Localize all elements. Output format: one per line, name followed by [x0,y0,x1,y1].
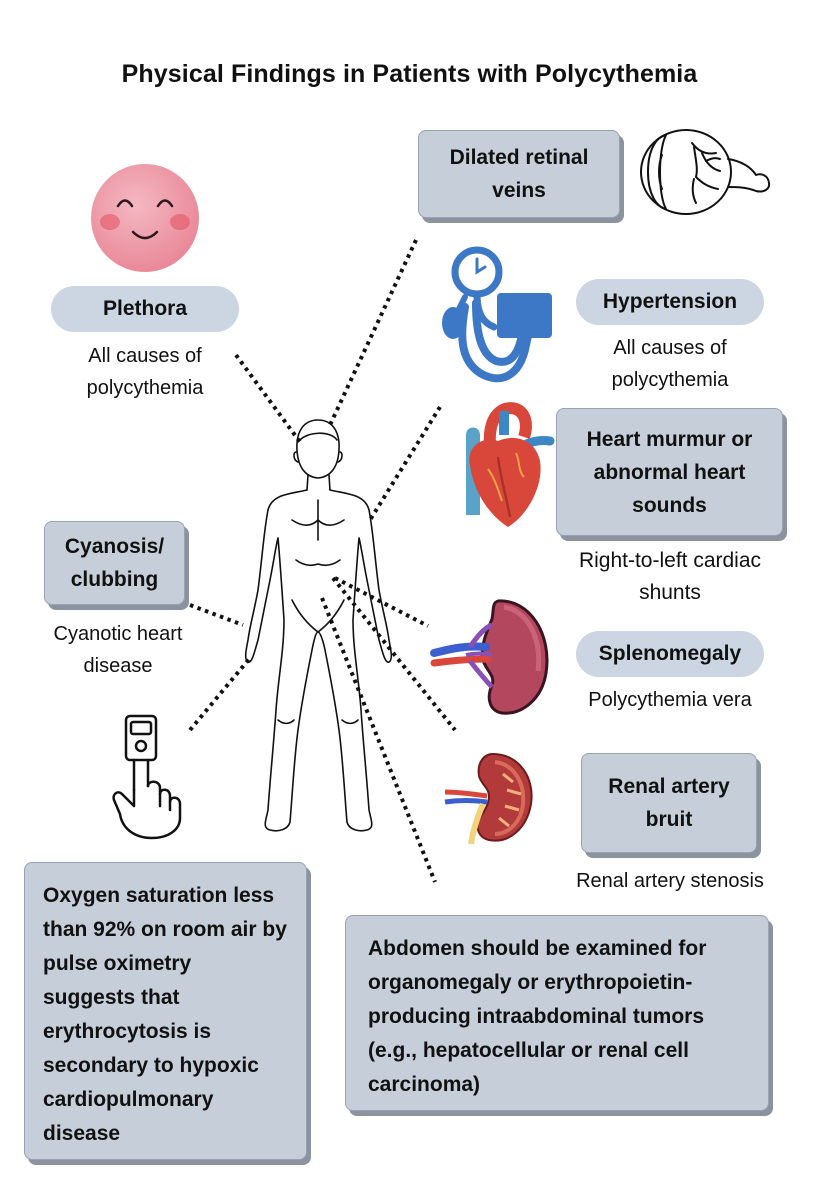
page-title: Physical Findings in Patients with Polyc… [121,60,698,88]
line-murmur [368,405,442,522]
smiling-face-icon [91,164,199,272]
box-cyanosis-clubbing: Cyanosis/ clubbing [44,521,185,605]
note-hypertension: All causes of polycythemia [611,337,729,391]
heart-icon [466,402,555,527]
label-renal-artery-bruit: Renal artery bruit [608,775,730,831]
box-renal-artery-bruit: Renal artery bruit [581,753,757,853]
line-abdomen2 [320,597,437,883]
kidney-icon [444,752,533,845]
note-cyanosis: Cyanotic heart disease [53,623,183,677]
note-heart-murmur: Right-to-left cardiac shunts [578,549,762,604]
line-retinal [328,239,418,426]
pill-splenomegaly: Splenomegaly [576,631,764,677]
line-plethora [234,353,302,444]
pill-hypertension: Hypertension [576,279,764,325]
box-oxygen-saturation: Oxygen saturation less than 92% on room … [24,862,307,1160]
spleen-icon [430,599,549,715]
pill-plethora: Plethora [51,286,239,332]
label-cyanosis-clubbing: Cyanosis/ clubbing [64,535,165,591]
note-plethora: All causes of polycythemia [86,345,204,399]
line-cyanosis [189,603,244,627]
label-splenomegaly: Splenomegaly [598,642,742,665]
label-plethora: Plethora [102,297,188,320]
pulse-oximeter-icon [112,714,182,840]
text-oxygen-saturation: Oxygen saturation less than 92% on room … [43,884,287,1145]
line-spleen [334,576,429,628]
label-hypertension: Hypertension [602,290,738,313]
label-dilated-retinal-veins: Dilated retinal veins [449,146,589,202]
label-heart-murmur: Heart murmur or abnormal heart sounds [586,427,753,517]
text-abdomen: Abdomen should be examined for organomeg… [368,937,707,1096]
box-dilated-retinal-veins: Dilated retinal veins [418,130,620,218]
eye-icon [640,129,771,215]
note-splenomegaly: Polycythemia vera [588,689,752,711]
box-heart-murmur: Heart murmur or abnormal heart sounds [556,408,783,536]
blood-pressure-cuff-icon [442,246,552,383]
box-abdomen: Abdomen should be examined for organomeg… [345,915,769,1111]
note-renal-artery: Renal artery stenosis [576,870,764,892]
